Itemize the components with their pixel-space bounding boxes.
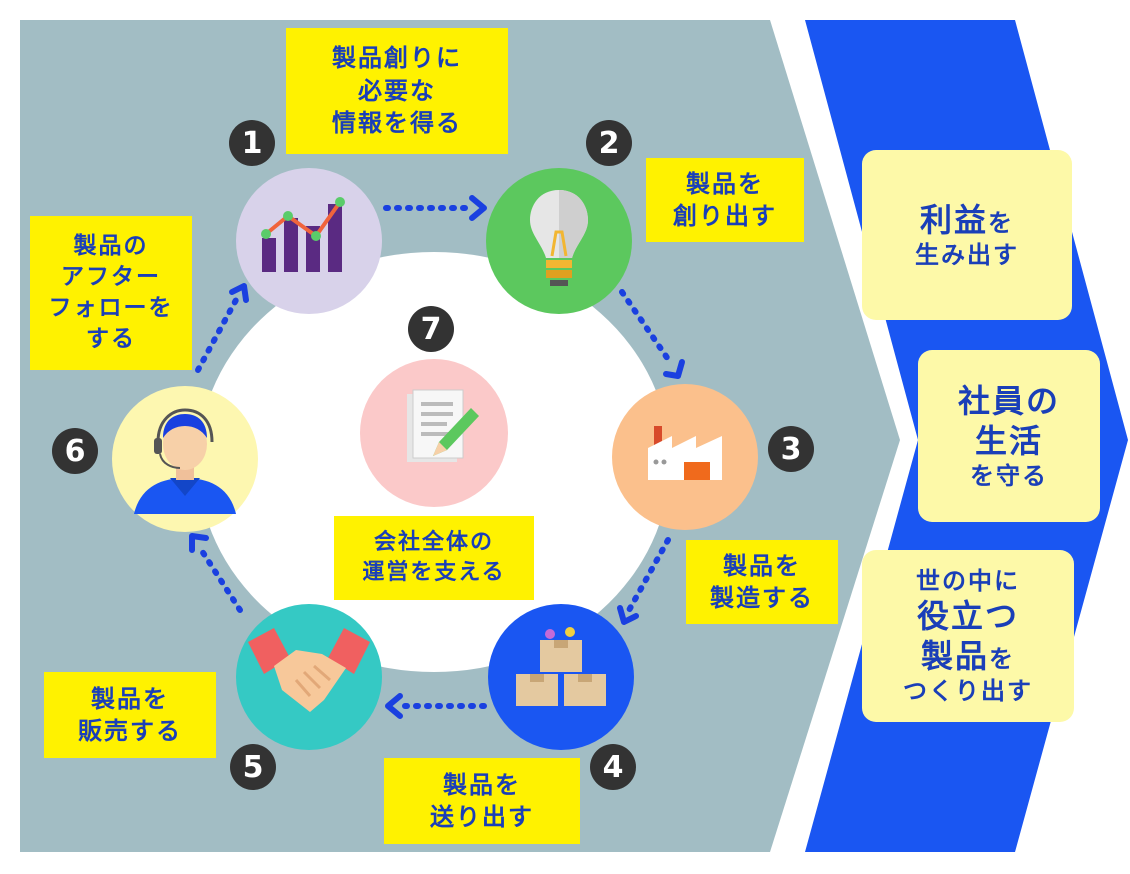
- result-profit-line1: 利益を: [920, 200, 1014, 240]
- result-society-line4: つくり出す: [903, 677, 1033, 705]
- step-4-badge: 4: [590, 744, 636, 790]
- step-3-label: 製品を 製造する: [686, 540, 838, 624]
- result-profit-big: 利益: [919, 201, 988, 239]
- step-6-badge: 6: [52, 428, 98, 474]
- factory-icon: [648, 426, 722, 480]
- step-4-label: 製品を 送り出す: [384, 758, 580, 844]
- step-3-badge: 3: [768, 426, 814, 472]
- step-2-badge: 2: [586, 120, 632, 166]
- step-4-icon-circle: [488, 604, 634, 750]
- step-1-icon-circle: [236, 168, 382, 314]
- arrowhead-2-to-3: [663, 359, 685, 379]
- support-agent-icon: [134, 408, 236, 514]
- result-society-line1: 世の中に: [916, 567, 1020, 595]
- arrow-heads: [189, 195, 685, 719]
- arrow-6-to-1: [195, 297, 239, 373]
- result-society-line2: 役立つ: [916, 597, 1019, 635]
- result-employee-line3: を守る: [970, 462, 1048, 490]
- result-employee-line2: 生活: [974, 422, 1043, 460]
- result-society-label: 世の中に 役立つ 製品を つくり出す: [862, 550, 1074, 722]
- arrow-2-to-3: [619, 289, 673, 365]
- result-society-particle: を: [989, 645, 1015, 673]
- arrow-3-to-4: [625, 537, 671, 615]
- arrowhead-5-to-6: [189, 533, 209, 553]
- step-2-label: 製品を 創り出す: [646, 158, 804, 242]
- step-5-icon-circle: [236, 604, 382, 750]
- step-5-label: 製品を 販売する: [44, 672, 216, 758]
- step-6-label: 製品の アフター フォローを する: [30, 216, 192, 370]
- step-2-icon-circle: [486, 168, 632, 314]
- result-profit-suffix: を: [988, 209, 1014, 237]
- result-profit-label: 利益を 生み出す: [862, 150, 1072, 320]
- result-employee-label: 社員の 生活 を守る: [918, 350, 1100, 522]
- arrowhead-3-to-4: [617, 605, 639, 625]
- step-6-icon-circle: [112, 386, 258, 532]
- result-employee-line1: 社員の: [957, 382, 1060, 420]
- step-5-badge: 5: [230, 744, 276, 790]
- center-label: 会社全体の 運営を支える: [334, 516, 534, 600]
- step-1-label: 製品創りに 必要な 情報を得る: [286, 28, 508, 154]
- handshake-icon: [248, 628, 370, 712]
- bar-chart-icon: [261, 197, 345, 272]
- cycle-arrows: [195, 205, 673, 709]
- result-profit-line2: 生み出す: [915, 241, 1019, 269]
- step-7-badge: 7: [408, 306, 454, 352]
- arrowhead-1-to-2: [469, 195, 487, 221]
- step-1-badge: 1: [229, 120, 275, 166]
- step-3-icon-circle: [612, 384, 758, 530]
- arrow-5-to-6: [197, 545, 243, 613]
- result-society-line3: 製品を: [921, 636, 1015, 676]
- arrowhead-6-to-1: [229, 283, 249, 303]
- arrowhead-4-to-5: [385, 693, 403, 719]
- document-pen-icon: [407, 389, 479, 462]
- result-society-product: 製品: [920, 637, 989, 675]
- boxes-icon: [516, 627, 606, 706]
- center-icon-circle: [360, 359, 508, 507]
- lightbulb-icon: [530, 190, 588, 286]
